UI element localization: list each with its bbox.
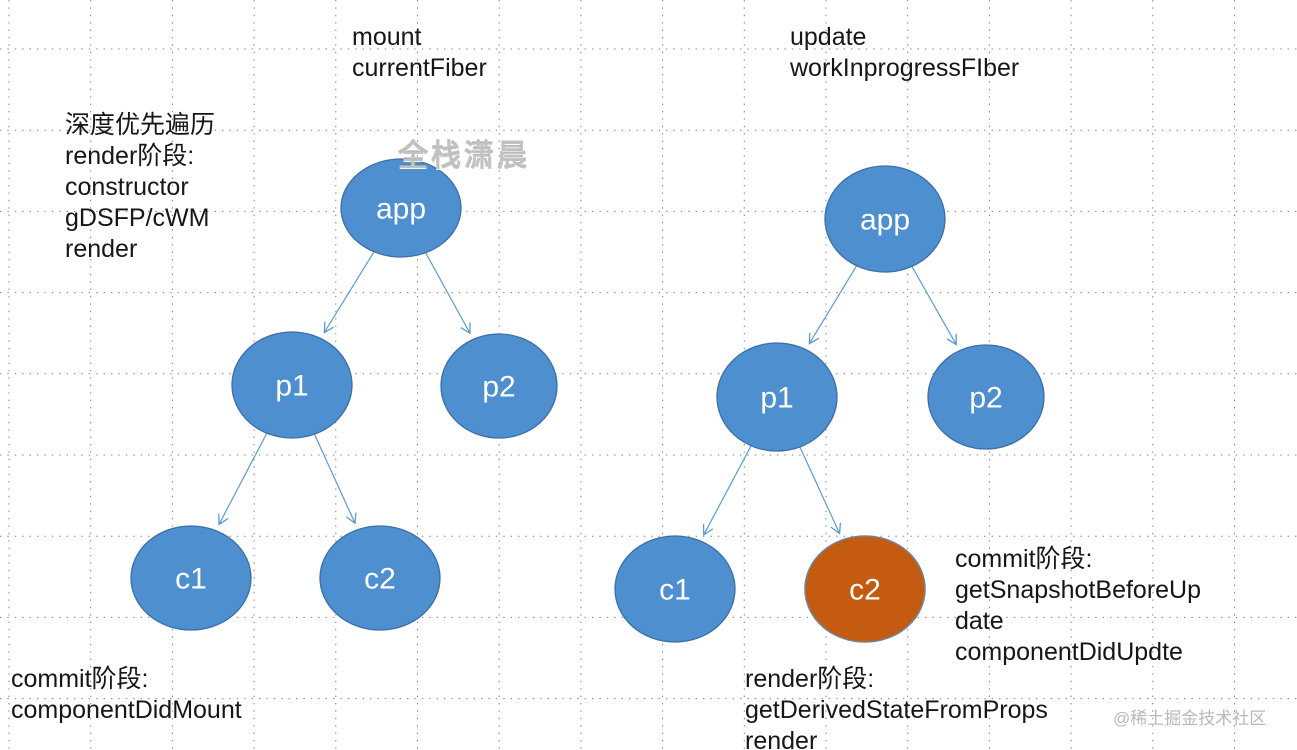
tree-edge-p1-c2 — [313, 433, 357, 525]
annotation-line: render阶段: — [745, 665, 875, 693]
annotation-mount-current-fiber: mount currentFiber — [352, 22, 487, 84]
node-label-app: app — [376, 193, 426, 226]
annotation-update-wip-fiber: update workInprogressFIber — [790, 22, 1019, 84]
annotation-line: workInprogressFIber — [790, 54, 1020, 82]
node-app-mount-tree — [340, 158, 462, 258]
annotation-line: render — [65, 235, 138, 263]
annotation-line: update — [790, 23, 867, 51]
annotation-line: date — [955, 607, 1004, 635]
tree-edge-app-p1 — [808, 265, 858, 345]
annotation-render-phase-update: render阶段: getDerivedStateFromProps render — [745, 664, 1048, 750]
mount-tree: app p1 p2 c1 c2 — [130, 158, 558, 631]
node-c2-mount-tree — [319, 525, 441, 631]
node-p1-update-tree — [716, 342, 838, 452]
annotation-line: constructor — [65, 173, 189, 201]
annotation-dfs-render-phase: 深度优先遍历 render阶段: constructor gDSFP/cWM rende… — [65, 110, 215, 265]
node-p2-update-tree — [927, 344, 1045, 450]
annotation-line: getDerivedStateFromProps — [745, 696, 1048, 724]
update-tree: app p1 p2 c1 c2 — [614, 165, 1045, 643]
node-label-p1: p1 — [760, 382, 793, 415]
tree-edge-app-p2 — [911, 266, 957, 346]
annotation-line: commit阶段: — [11, 665, 149, 693]
annotation-line: mount — [352, 23, 422, 51]
annotation-line: render阶段: — [65, 142, 195, 170]
node-label-p2: p2 — [969, 382, 1002, 415]
annotation-line: componentDidMount — [11, 696, 242, 724]
annotation-line: currentFiber — [352, 54, 487, 82]
annotation-line: commit阶段: — [955, 545, 1093, 573]
tree-edge-app-p1 — [323, 251, 375, 334]
annotation-line: 深度优先遍历 — [65, 112, 216, 139]
node-c1-mount-tree — [130, 525, 252, 631]
tree-edge-app-p2 — [425, 252, 471, 335]
tree-edge-p1-c1 — [218, 432, 268, 526]
tree-edge-p1-c1 — [702, 445, 752, 537]
node-label-c2: c2 — [849, 574, 881, 607]
node-label-p2: p2 — [482, 371, 515, 404]
annotation-commit-phase-update: commit阶段: getSnapshotBeforeUp date componen… — [955, 544, 1201, 668]
annotation-line: gDSFP/cWM — [65, 204, 210, 232]
node-c1-update-tree — [614, 535, 736, 643]
annotation-line: getSnapshotBeforeUp — [955, 576, 1202, 604]
node-label-c1: c1 — [659, 574, 691, 607]
node-label-c2: c2 — [364, 563, 396, 596]
node-p1-mount-tree — [231, 331, 353, 439]
annotation-commit-phase-mount: commit阶段: componentDidMount — [11, 664, 242, 726]
node-label-c1: c1 — [175, 563, 207, 596]
node-app-update-tree — [824, 165, 946, 273]
tree-edge-p1-c2 — [799, 446, 842, 535]
annotation-line: componentDidUpdte — [955, 638, 1183, 666]
node-p2-mount-tree — [440, 333, 558, 439]
node-label-p1: p1 — [275, 370, 308, 403]
annotation-line: render — [745, 727, 818, 750]
node-c2-update-tree — [804, 535, 926, 643]
node-label-app: app — [860, 204, 910, 237]
